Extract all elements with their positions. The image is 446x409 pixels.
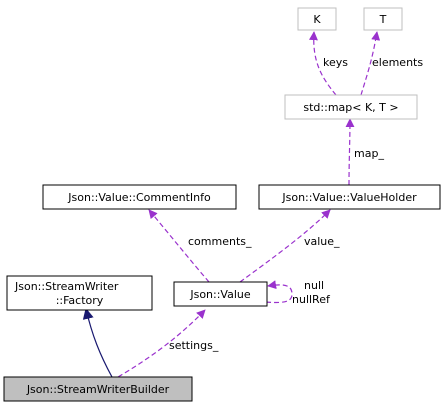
node-std-map[interactable]: std::map< K, T > [284,94,418,120]
edge-elements [360,31,381,96]
edge-inheritance [82,307,113,378]
edge-map [345,118,355,186]
node-stream-writer-builder[interactable]: Json::StreamWriterBuilder [3,376,193,402]
node-comment-info[interactable]: Json::Value::CommentInfo [42,184,237,210]
node-stream-writer-builder-label: Json::StreamWriterBuilder [26,383,170,396]
edge-label-null: null [304,279,324,292]
node-comment-info-label: Json::Value::CommentInfo [67,191,211,204]
node-t-label: T [379,13,387,26]
node-value-holder[interactable]: Json::Value::ValueHolder [258,184,441,210]
edge-label-nullref: nullRef [292,293,331,306]
edge-value [239,209,331,283]
node-factory-label-line2: ::Factory [56,294,104,307]
edge-label-settings: settings_ [169,339,219,352]
node-k-label: K [313,13,321,26]
edge-label-value: value_ [304,235,340,248]
edge-label-keys: keys [323,56,348,69]
node-t[interactable]: T [363,7,403,31]
node-value-holder-label: Json::Value::ValueHolder [281,191,417,204]
edge-label-map: map_ [354,147,384,160]
node-k[interactable]: K [297,7,337,31]
edge-keys [308,31,337,96]
edge-label-comments: comments_ [188,235,252,248]
node-json-value[interactable]: Json::Value [173,281,268,307]
edge-settings [117,309,206,378]
node-json-value-label: Json::Value [189,288,251,301]
edge-comments [148,209,210,283]
edge-label-elements: elements [372,56,423,69]
node-factory[interactable]: Json::StreamWriter ::Factory [6,275,153,311]
node-factory-label-line1: Json::StreamWriter [14,280,119,293]
node-std-map-label: std::map< K, T > [303,101,398,114]
edge-self-loop [265,280,293,304]
